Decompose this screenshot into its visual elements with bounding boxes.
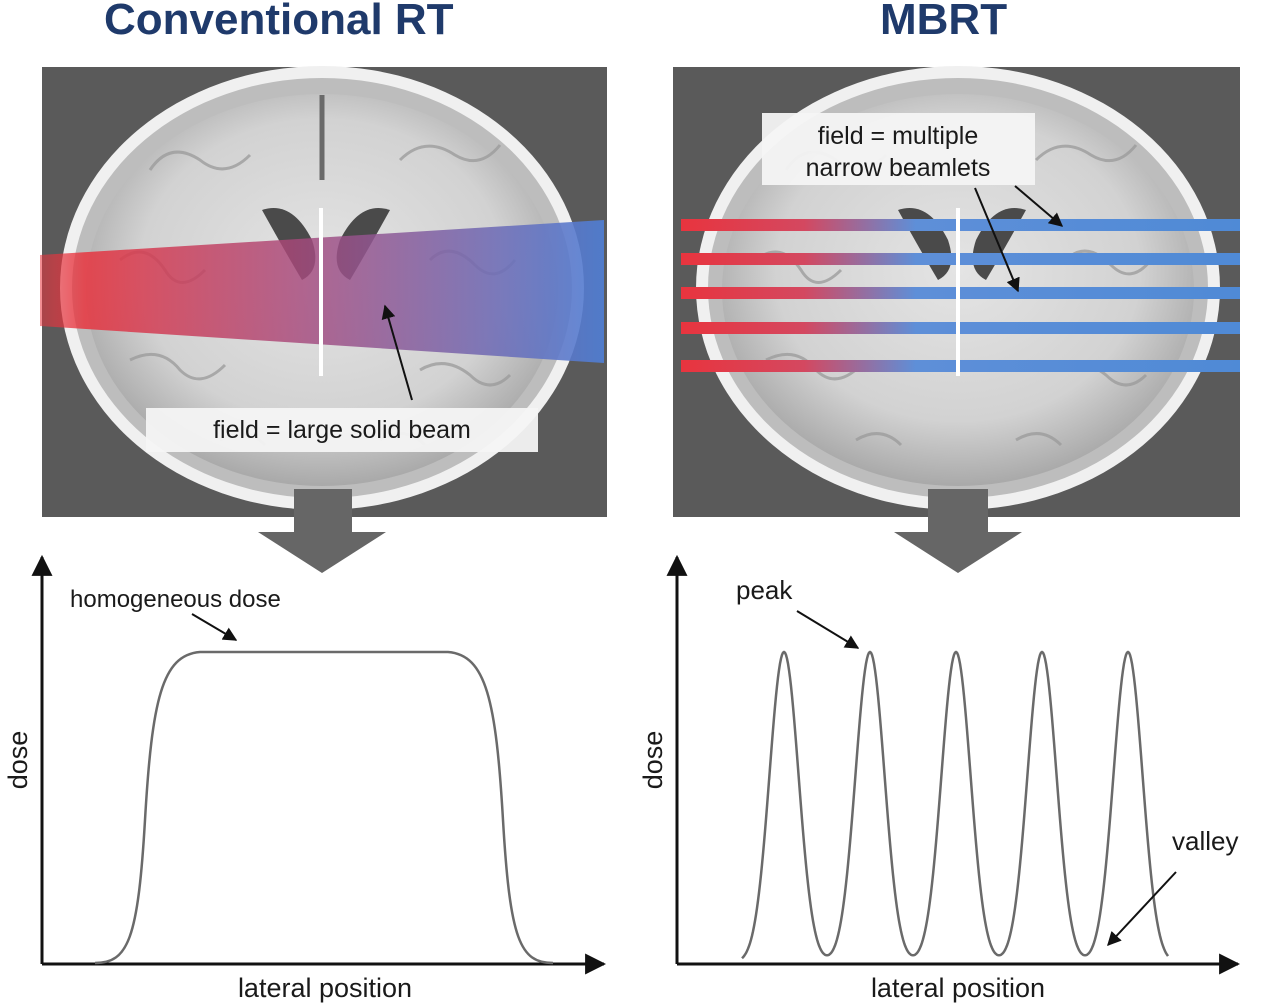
right-callout-line1: field = multiple — [818, 122, 979, 150]
beamlet — [681, 287, 1240, 299]
right-dose-plot: peak valley dose lateral position — [638, 554, 1241, 1003]
right-panel-title: MBRT — [880, 0, 1008, 44]
beamlet — [681, 322, 1240, 334]
right-valley-arrow — [1107, 871, 1177, 947]
left-callout-text: field = large solid beam — [213, 416, 471, 444]
beamlet — [681, 253, 1240, 265]
left-callout-arrow — [381, 304, 413, 401]
left-dose-plot: homogeneous dose dose lateral position — [3, 554, 607, 1003]
right-annotation-peak: peak — [736, 575, 793, 605]
right-callout-arrow-2 — [974, 187, 1020, 293]
right-x-label: lateral position — [871, 973, 1045, 1003]
left-callout-box — [146, 408, 538, 452]
beamlet — [681, 360, 1240, 372]
left-panel-title: Conventional RT — [104, 0, 454, 44]
left-down-arrow-icon — [258, 489, 386, 573]
left-dose-curve — [94, 650, 554, 965]
left-brain-scan: field = large solid beam — [40, 66, 607, 517]
right-annotation-valley: valley — [1172, 826, 1238, 856]
right-callout-line2: narrow beamlets — [806, 154, 991, 182]
beamlet — [681, 219, 1240, 231]
beamlet-group — [681, 219, 1240, 372]
right-brain-scan: field = multiple narrow beamlets — [673, 66, 1240, 517]
left-x-label: lateral position — [238, 973, 412, 1003]
right-y-label: dose — [638, 731, 668, 790]
right-callout-box — [762, 113, 1035, 185]
left-annotation-arrow — [191, 613, 238, 641]
left-y-label: dose — [3, 731, 33, 790]
right-dose-curve — [741, 650, 1170, 960]
left-annotation: homogeneous dose — [70, 586, 281, 613]
right-down-arrow-icon — [894, 489, 1022, 573]
right-callout-arrow-1 — [1014, 185, 1064, 227]
right-peak-arrow — [796, 610, 860, 649]
